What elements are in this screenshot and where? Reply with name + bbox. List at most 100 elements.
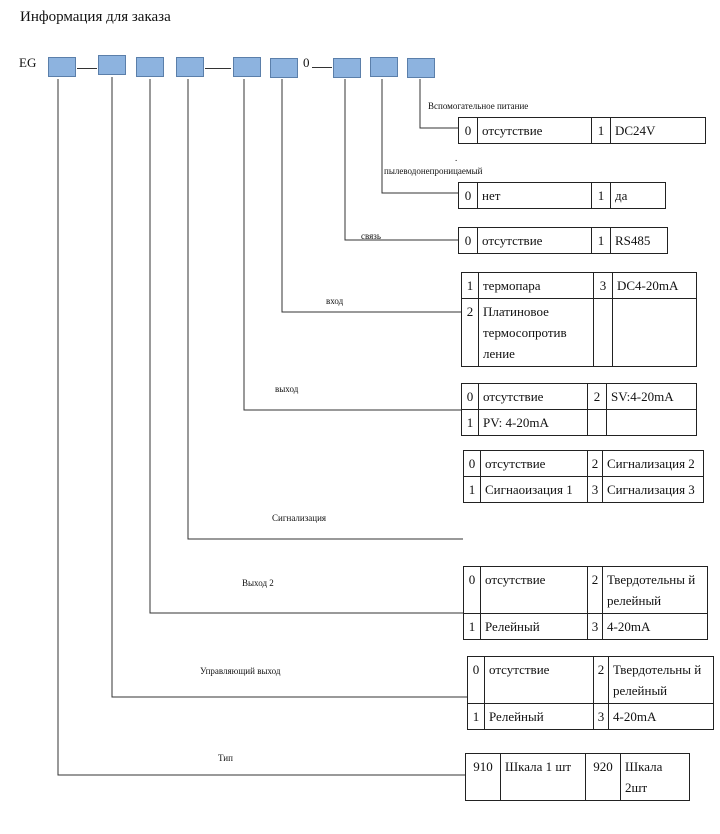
options-table-control-output: 0 отсутствие 2 Твердотельны й релейный 1…: [467, 656, 714, 730]
option-value: PV: 4-20mA: [478, 409, 588, 436]
table-row: 1 Релейный 3 4-20mA: [467, 703, 714, 730]
code-fixed-zero: 0: [303, 55, 310, 70]
option-code: 1: [591, 227, 611, 254]
option-code: 920: [585, 753, 621, 801]
options-table-input: 1 термопара 3 DC4-20mA 2 Платиновое терм…: [461, 272, 697, 367]
option-code: 1: [467, 703, 485, 730]
options-table-alarm: 0 отсутствие 2 Сигнализация 2 1 Сигнаоиз…: [463, 450, 704, 503]
table-row: 0 отсутствие 2 Твердотельны й релейный: [463, 566, 708, 614]
option-value: Твердотельны й релейный: [602, 566, 708, 614]
option-value: Сигнаоизация 1: [480, 476, 588, 503]
table-row: 910 Шкала 1 шт 920 Шкала 2шт: [465, 753, 690, 801]
connector-type: [57, 79, 465, 776]
option-code: 3: [587, 476, 603, 503]
connector-control-output: [111, 77, 467, 698]
option-code: 1: [591, 182, 611, 209]
option-code: 1: [463, 613, 481, 640]
option-code: 1: [463, 476, 481, 503]
table-row: 0 отсутствие 2 Сигнализация 2: [463, 450, 704, 477]
option-value: отсутствие: [484, 656, 594, 704]
option-code: 3: [593, 703, 609, 730]
table-row: 0 нет 1 да: [458, 182, 666, 209]
options-table-type: 910 Шкала 1 шт 920 Шкала 2шт: [465, 753, 690, 801]
option-value: Твердотельны й релейный: [608, 656, 714, 704]
option-value: [606, 409, 697, 436]
table-row: 1 Сигнаоизация 1 3 Сигнализация 3: [463, 476, 704, 503]
option-code: 3: [587, 613, 603, 640]
option-value: отсутствие: [478, 383, 588, 410]
option-code: 0: [458, 117, 478, 144]
option-code: 0: [463, 566, 481, 614]
table-row: 1 термопара 3 DC4-20mA: [461, 272, 697, 299]
options-table-aux-power: 0 отсутствие 1 DC24V: [458, 117, 706, 144]
option-value: [612, 298, 697, 367]
option-code: 1: [591, 117, 611, 144]
code-box-input: [270, 58, 298, 78]
table-row: 1 PV: 4-20mA: [461, 409, 697, 436]
option-value: Платиновое термосопротив ление: [478, 298, 594, 367]
option-value: 4-20mA: [608, 703, 714, 730]
option-code: 2: [587, 450, 603, 477]
option-code: 2: [461, 298, 479, 367]
option-value: Релейный: [484, 703, 594, 730]
connector-aux-power: [419, 79, 458, 129]
label-output: выход: [275, 384, 299, 394]
option-code: 1: [461, 272, 479, 299]
code-box-control-output: [98, 55, 126, 75]
connector-output: [243, 79, 461, 411]
option-value: термопара: [478, 272, 594, 299]
option-value: отсутствие: [480, 450, 588, 477]
code-box-alarm: [176, 57, 204, 77]
connector-output2: [149, 79, 463, 614]
option-code: [593, 298, 613, 367]
label-comm: связь: [361, 231, 381, 241]
option-value: да: [610, 182, 666, 209]
option-code: 910: [465, 753, 501, 801]
code-box-type: [48, 57, 76, 77]
option-value: отсутствие: [477, 117, 592, 144]
label-aux-power: Вспомогательное питание: [428, 101, 529, 111]
page-title: Информация для заказа: [20, 9, 171, 25]
code-dash: [205, 68, 231, 69]
label-control-output: Управляющий выход: [200, 666, 281, 676]
option-code: 2: [587, 566, 603, 614]
connector-alarm: [187, 79, 463, 540]
table-row: 1 Релейный 3 4-20mA: [463, 613, 708, 640]
code-box-comm: [333, 58, 361, 78]
option-value: Сигнализация 3: [602, 476, 704, 503]
decorative-dot: .: [455, 153, 458, 163]
table-row: 0 отсутствие 2 SV:4-20mA: [461, 383, 697, 410]
code-box-aux-power: [407, 58, 435, 78]
label-type: Тип: [218, 753, 233, 763]
option-value: DC4-20mA: [612, 272, 697, 299]
code-dash: [77, 68, 97, 69]
option-value: 4-20mA: [602, 613, 708, 640]
option-value: SV:4-20mA: [606, 383, 697, 410]
option-value: Шкала 2шт: [620, 753, 690, 801]
code-box-dustproof: [370, 57, 398, 77]
connector-comm: [344, 79, 458, 241]
options-table-output2: 0 отсутствие 2 Твердотельны й релейный 1…: [463, 566, 708, 640]
option-code: [587, 409, 607, 436]
label-alarm: Сигнализация: [272, 513, 327, 523]
option-code: 0: [458, 182, 478, 209]
option-code: 0: [467, 656, 485, 704]
option-code: 0: [461, 383, 479, 410]
option-value: RS485: [610, 227, 668, 254]
code-box-output2: [136, 57, 164, 77]
table-row: 0 отсутствие 2 Твердотельны й релейный: [467, 656, 714, 704]
connector-input: [281, 79, 461, 313]
option-code: 1: [461, 409, 479, 436]
option-value: Шкала 1 шт: [500, 753, 586, 801]
options-table-comm: 0 отсутствие 1 RS485: [458, 227, 668, 254]
option-value: DC24V: [610, 117, 706, 144]
option-value: Релейный: [480, 613, 588, 640]
option-value: нет: [477, 182, 592, 209]
table-row: 0 отсутствие 1 DC24V: [458, 117, 706, 144]
options-table-output: 0 отсутствие 2 SV:4-20mA 1 PV: 4-20mA: [461, 383, 697, 436]
table-row: 0 отсутствие 1 RS485: [458, 227, 668, 254]
option-code: 2: [587, 383, 607, 410]
label-dustproof: пылеводонепроницаемый: [384, 166, 483, 176]
model-prefix: EG: [19, 55, 37, 70]
option-code: 3: [593, 272, 613, 299]
